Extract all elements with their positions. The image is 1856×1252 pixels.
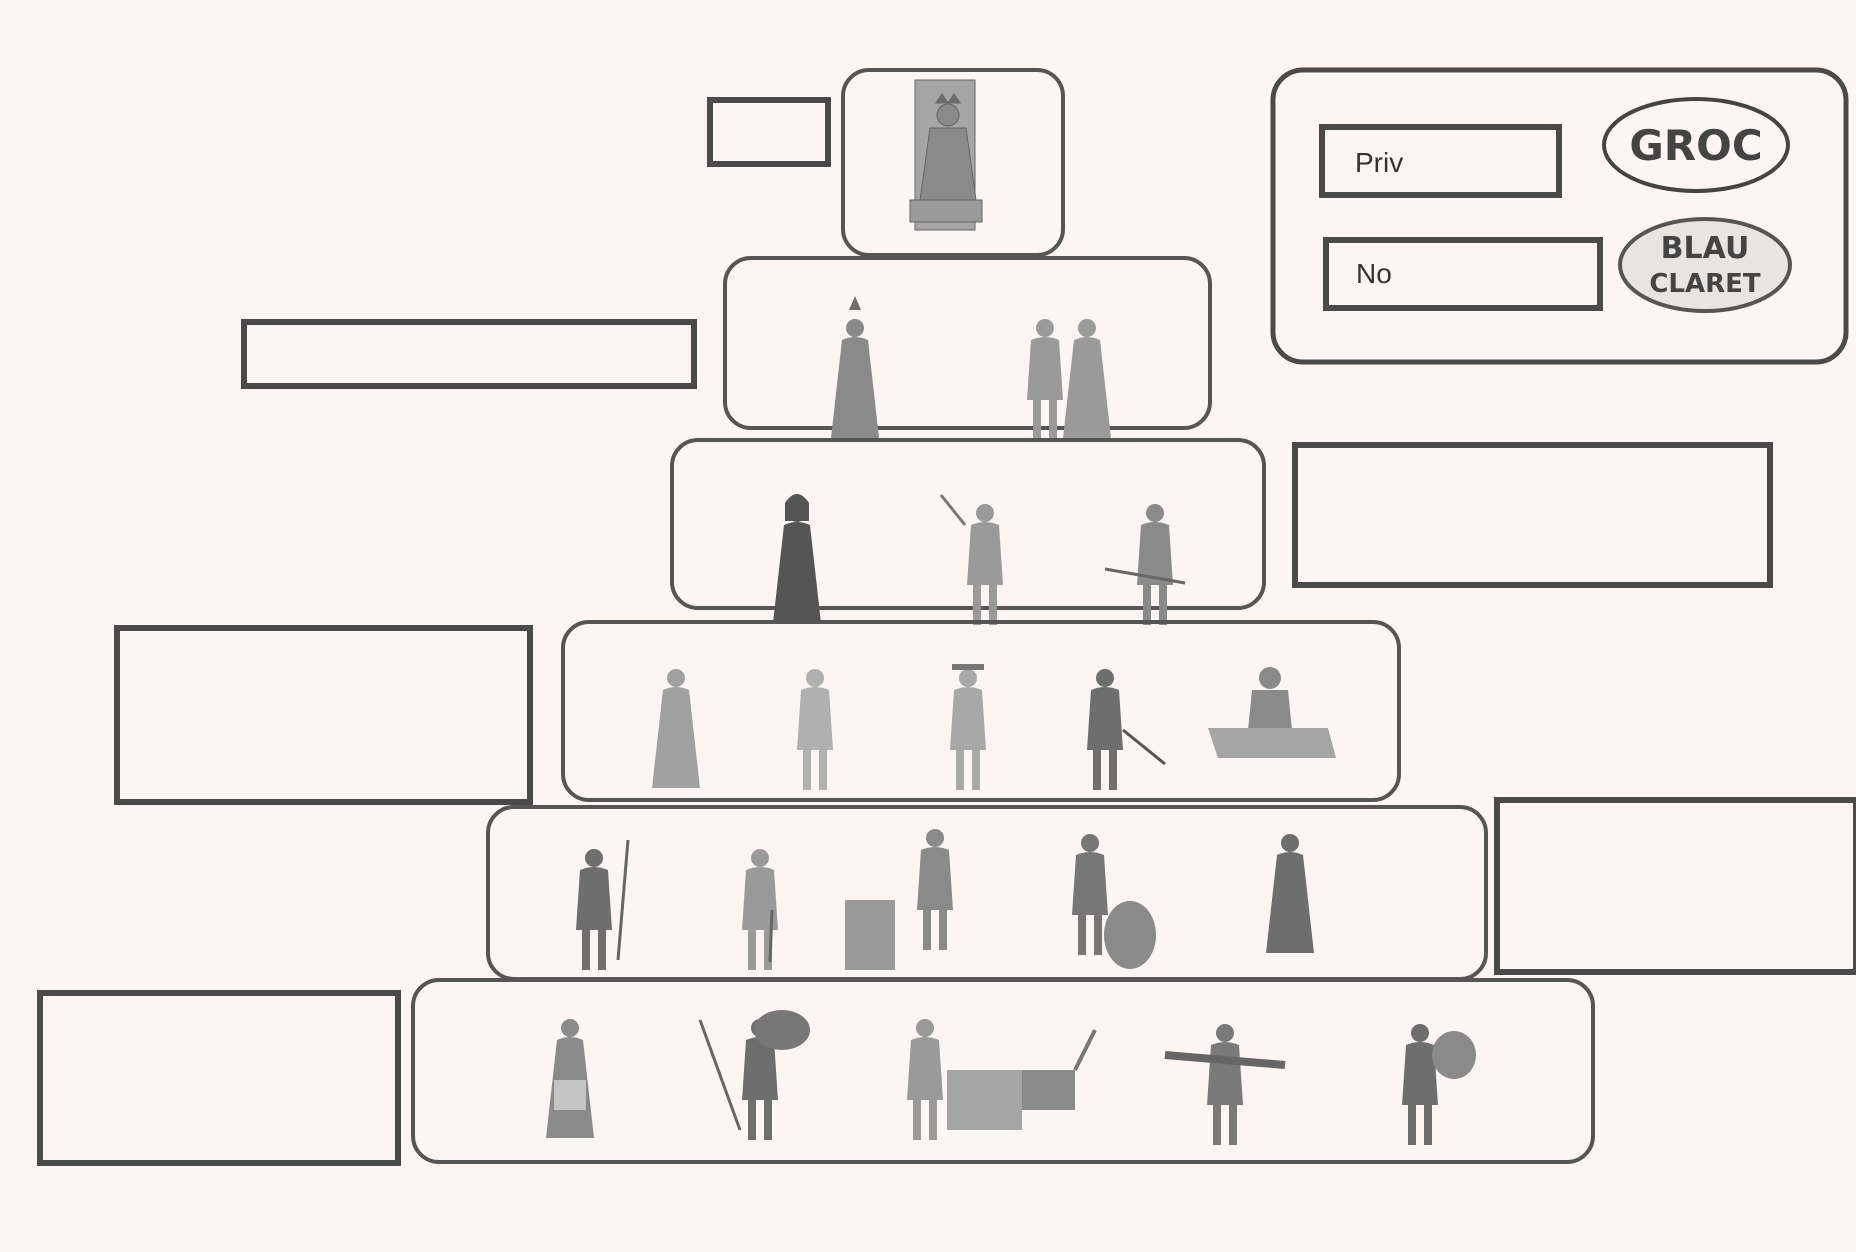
woman-in-apron-figure [1266,834,1314,953]
pyramid-tier-3 [672,440,1264,625]
swordsman-figure [1087,669,1165,790]
light-blue-stamp-line2: CLARET [1649,269,1761,299]
man-with-cart-and-donkey-figure [907,1019,1095,1140]
label-box-tier-4[interactable] [117,628,530,802]
yellow-stamp-text: GROC [1629,121,1762,170]
hooded-monk-figure [773,494,821,623]
man-carrying-wood-figure [1165,1024,1285,1145]
peasant-with-pitchfork-figure [576,840,628,970]
potter-at-wheel-figure [1072,834,1156,969]
blacksmith-at-anvil-figure [845,829,953,970]
bishop-figure [831,296,879,438]
king-on-throne-figure [910,80,982,230]
pyramid-tier-5 [488,807,1486,979]
farmer-with-hoe-figure [742,849,778,970]
man-carrying-bundle-figure [700,1010,810,1140]
pyramid-tier-1 [843,70,1063,255]
noble-couple-figure [1027,319,1111,440]
label-box-top-left[interactable] [710,100,828,164]
label-box-tier-6[interactable] [40,993,398,1163]
tier-frame [488,807,1486,979]
label-box-tier-2[interactable] [244,322,694,386]
gentleman-with-hat-figure [950,664,986,790]
legend-panel: Priv No GROC BLAU CLARET [1273,70,1846,362]
tier-frame [725,258,1210,428]
scholar-at-desk-figure [1208,667,1336,758]
woman-with-apron-figure [546,1019,594,1138]
pyramid-tier-6 [413,980,1593,1162]
pyramid-tier-2 [725,258,1210,440]
robed-merchant-figure [652,669,700,788]
boy-with-shield-figure [1402,1024,1476,1145]
non-privileged-label: No [1356,258,1392,289]
townsman-figure [797,669,833,790]
light-blue-stamp-line1: BLAU [1661,231,1750,266]
label-box-tier-5[interactable] [1497,800,1856,972]
pyramid-tier-4 [563,622,1399,800]
gentleman-with-whip-figure [941,495,1003,625]
privileged-label: Priv [1355,147,1403,178]
label-box-tier-3[interactable] [1295,445,1770,585]
